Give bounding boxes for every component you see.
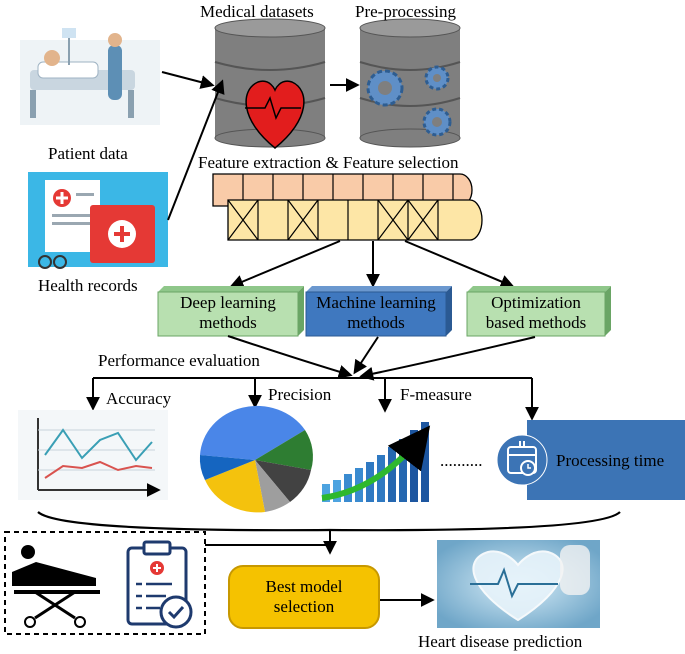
preprocessing-label: Pre-processing — [355, 2, 457, 21]
bar-chart-icon — [320, 420, 435, 505]
accuracy-label: Accuracy — [106, 389, 172, 408]
heart-disease-prediction-label: Heart disease prediction — [418, 632, 583, 651]
method-box-optimization — [466, 286, 611, 337]
medical-datasets-label: Medical datasets — [200, 2, 314, 21]
feature-extraction-block — [212, 173, 483, 241]
processing-time-label: Processing time — [556, 451, 665, 470]
heart-prediction-illustration — [437, 540, 600, 628]
best-model-box — [228, 565, 380, 629]
stretcher-icon — [12, 545, 100, 628]
method-box-deep-learning — [157, 286, 304, 337]
patient-input-group — [4, 531, 206, 635]
gear-icon — [366, 69, 404, 107]
feature-extraction-label: Feature extraction & Feature selection — [198, 153, 459, 172]
health-records-label: Health records — [38, 276, 138, 295]
line-chart-icon — [18, 410, 168, 500]
gear-icon — [424, 65, 450, 91]
ellipsis-label: .......... — [440, 451, 483, 470]
medical-datasets-database — [214, 18, 326, 149]
medical-checklist-icon — [126, 540, 193, 629]
health-records-illustration — [28, 172, 168, 269]
patient-data-label: Patient data — [48, 144, 128, 163]
performance-evaluation-label: Performance evaluation — [98, 351, 260, 370]
method-box-machine-learning — [305, 286, 452, 337]
calendar-clock-icon — [507, 441, 537, 476]
patient-bed-illustration — [20, 28, 160, 125]
precision-label: Precision — [268, 385, 332, 404]
preprocessing-database — [359, 18, 461, 148]
pie-chart-icon — [199, 405, 313, 513]
f-measure-label: F-measure — [400, 385, 472, 404]
gear-icon — [422, 107, 452, 137]
